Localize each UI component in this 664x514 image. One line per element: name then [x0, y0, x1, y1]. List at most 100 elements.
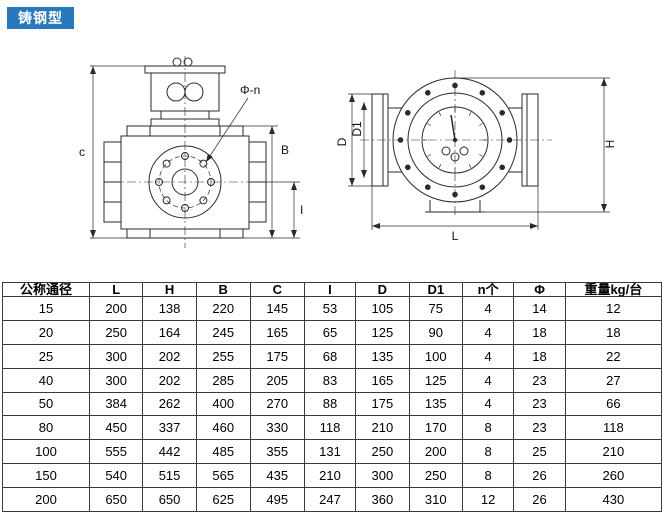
table-cell: 8	[461, 439, 515, 465]
table-cell: 650	[142, 487, 197, 512]
header-cell: 公称通径	[2, 282, 90, 297]
table-cell: 14	[513, 296, 566, 321]
table-cell: 485	[195, 439, 251, 465]
table-cell: 255	[195, 343, 251, 369]
table-cell: 26	[513, 463, 566, 488]
table-cell: 355	[249, 439, 305, 465]
table-cell: 625	[195, 487, 251, 512]
table-cell: 515	[142, 463, 197, 488]
table-cell: 450	[88, 415, 144, 441]
table-cell: 210	[303, 463, 357, 488]
header-cell: Φ	[513, 282, 566, 297]
dim-label-d1: D1	[350, 121, 364, 137]
header-cell: D1	[408, 282, 463, 297]
table-cell: 165	[355, 367, 410, 393]
table-cell: 200	[2, 487, 90, 512]
table-cell: 285	[195, 367, 251, 393]
table-cell: 247	[303, 487, 357, 512]
table-cell: 245	[195, 319, 251, 345]
table-cell: 100	[2, 439, 90, 465]
table-cell: 435	[249, 463, 305, 488]
table-cell: 25	[2, 343, 90, 369]
table-cell: 53	[303, 296, 357, 321]
table-cell: 118	[564, 415, 663, 441]
table-cell: 175	[355, 391, 410, 417]
table-cell: 300	[88, 343, 144, 369]
header-cell: D	[355, 282, 410, 297]
table-cell: 270	[249, 391, 305, 417]
table-cell: 138	[142, 296, 197, 321]
dim-label-l: L	[452, 229, 459, 243]
table-cell: 23	[513, 415, 566, 441]
table-cell: 384	[88, 391, 144, 417]
table-cell: 555	[88, 439, 144, 465]
table-cell: 8	[461, 415, 515, 441]
table-cell: 150	[2, 463, 90, 488]
table-cell: 565	[195, 463, 251, 488]
table-cell: 100	[408, 343, 463, 369]
table-cell: 250	[355, 439, 410, 465]
table-cell: 125	[355, 319, 410, 345]
table-cell: 310	[408, 487, 463, 512]
table-cell: 210	[355, 415, 410, 441]
table-cell: 495	[249, 487, 305, 512]
table-cell: 65	[303, 319, 357, 345]
dim-label-d: D	[335, 137, 349, 146]
header-cell: L	[88, 282, 144, 297]
front-flange	[148, 145, 222, 219]
table-cell: 105	[355, 296, 410, 321]
dial-needle-icon	[450, 114, 456, 141]
table-cell: 131	[303, 439, 357, 465]
table-cell: 18	[513, 319, 566, 345]
table-cell: 135	[408, 391, 463, 417]
dim-label-i: I	[300, 203, 303, 217]
table-cell: 170	[408, 415, 463, 441]
table-cell: 164	[142, 319, 197, 345]
table-cell: 125	[408, 367, 463, 393]
table-cell: 23	[513, 391, 566, 417]
table-cell: 460	[195, 415, 251, 441]
table-cell: 442	[142, 439, 197, 465]
table-cell: 66	[564, 391, 663, 417]
table-cell: 360	[355, 487, 410, 512]
table-cell: 23	[513, 367, 566, 393]
table-cell: 4	[461, 296, 515, 321]
table-cell: 18	[513, 343, 566, 369]
table-cell: 202	[142, 367, 197, 393]
table-cell: 8	[461, 463, 515, 488]
table-cell: 540	[88, 463, 144, 488]
table-cell: 200	[88, 296, 144, 321]
front-view: c B I Φ-n	[79, 56, 303, 248]
counter-knob-icon	[172, 57, 182, 67]
header-cell: n个	[461, 282, 515, 297]
table-cell: 165	[249, 319, 305, 345]
table-cell: 27	[564, 367, 663, 393]
table-cell: 20	[2, 319, 90, 345]
table-cell: 88	[303, 391, 357, 417]
side-view: D D1 H L	[335, 70, 617, 243]
table-cell: 26	[513, 487, 566, 512]
dim-label-b: B	[281, 143, 289, 157]
technical-drawing: c B I Φ-n	[79, 56, 617, 248]
table-cell: 90	[408, 319, 463, 345]
table-cell: 4	[461, 391, 515, 417]
table-cell: 135	[355, 343, 410, 369]
header-cell: H	[142, 282, 197, 297]
table-cell: 12	[461, 487, 515, 512]
table-cell: 40	[2, 367, 90, 393]
table-cell: 25	[513, 439, 566, 465]
table-cell: 220	[195, 296, 251, 321]
